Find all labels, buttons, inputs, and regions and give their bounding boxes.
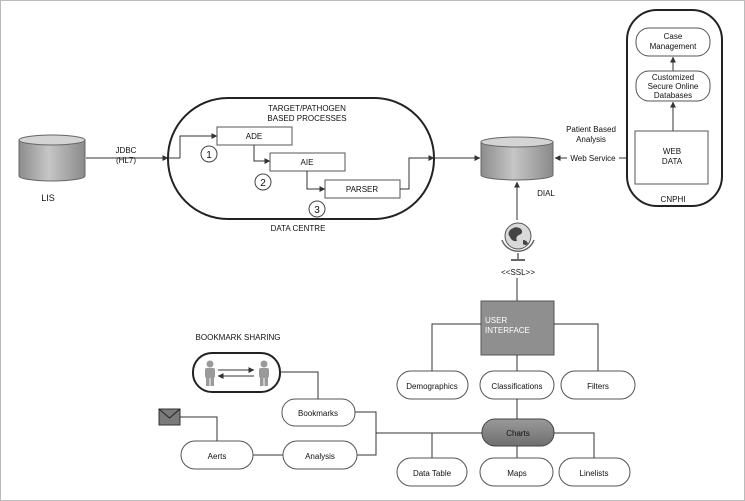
maps-label: Maps: [507, 469, 527, 478]
ssl-label: <<SSL>>: [501, 268, 535, 277]
classifications-label: Classifications: [491, 382, 542, 391]
step-2-label: 2: [260, 178, 266, 189]
secure-db-line2: Secure Online: [648, 82, 699, 91]
alerts-label: Aerts: [208, 452, 227, 461]
web-data-sub: DATA: [662, 157, 683, 166]
ui-left-branch: [431, 323, 481, 371]
processes-subtitle: BASED PROCESSES: [267, 114, 346, 123]
bookmark-sharing-label: BOOKMARK SHARING: [196, 333, 281, 342]
data-table-label: Data Table: [413, 469, 452, 478]
filters-label: Filters: [587, 382, 609, 391]
dial-database[interactable]: [480, 136, 554, 181]
step-3-marker: [308, 200, 326, 218]
demographics-label: Demographics: [406, 382, 458, 391]
charts-label: Charts: [506, 429, 530, 438]
data-centre-label: DATA CENTRE: [271, 224, 326, 233]
to-ade-arrow: [179, 133, 218, 158]
step-1-label: 1: [206, 150, 212, 161]
parser-label: PARSER: [346, 185, 379, 194]
user-icon: [259, 360, 269, 386]
envelope-icon: [158, 408, 181, 426]
user-icon: [205, 360, 215, 386]
web-service-bg: [567, 152, 619, 164]
secure-db-line3: Databases: [654, 91, 692, 100]
parser-exit-arrow: [400, 155, 435, 190]
secure-databases-node[interactable]: [635, 70, 711, 102]
ui-sub: INTERFACE: [485, 326, 530, 335]
case-management-sub: Management: [650, 42, 697, 51]
processes-title: TARGET/PATHOGEN: [268, 104, 346, 113]
linelists-label: Linelists: [580, 469, 609, 478]
analysis-label: Analysis: [305, 452, 335, 461]
step-2-marker: [254, 173, 272, 191]
step-1-marker: [200, 145, 218, 163]
web-service-label: Web Service: [570, 154, 616, 163]
charts-right-branch: [554, 432, 595, 458]
demographics-node[interactable]: [396, 370, 469, 400]
lis-label: LIS: [41, 193, 55, 203]
bookmarks-analysis-bracket: [355, 411, 377, 456]
ui-label: USER: [485, 316, 507, 325]
web-data-label: WEB: [663, 147, 681, 156]
jdbc-label: JDBC: [116, 146, 137, 155]
jdbc-protocol: (HL7): [116, 156, 136, 165]
secure-db-line1: Customized: [652, 73, 694, 82]
case-management-node[interactable]: [635, 27, 711, 57]
web-data-box[interactable]: [634, 130, 709, 185]
data-table-node[interactable]: [396, 457, 468, 487]
patient-analysis-label: Patient Based: [566, 125, 616, 134]
dial-label: DIAL: [537, 189, 555, 198]
aie-to-parser-arrow: [306, 171, 326, 192]
linelists-node[interactable]: [558, 457, 631, 487]
sharing-to-bookmarks-line: [280, 371, 319, 399]
case-management-label: Case: [664, 32, 683, 41]
ade-to-aie-arrow: [253, 145, 271, 164]
bookmarks-label: Bookmarks: [298, 409, 338, 418]
ade-label: ADE: [246, 132, 262, 141]
user-interface-box[interactable]: [480, 300, 555, 356]
patient-analysis-sub: Analysis: [576, 135, 606, 144]
aie-label: AIE: [301, 158, 314, 167]
ui-right-branch: [554, 323, 599, 371]
globe-icon: [501, 222, 535, 261]
filters-node[interactable]: [560, 370, 636, 400]
step-3-label: 3: [314, 205, 320, 216]
cnphi-label: CNPHI: [661, 195, 686, 204]
maps-node[interactable]: [479, 457, 554, 487]
lis-database[interactable]: [18, 134, 86, 182]
envelope-to-alerts-line: [180, 416, 218, 441]
charts-left-branch: [431, 432, 482, 458]
